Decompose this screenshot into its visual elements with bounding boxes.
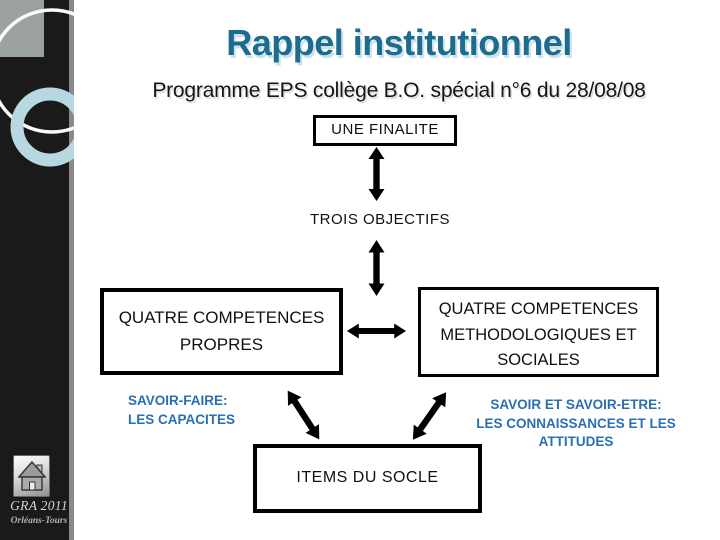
savoir-faire-label: SAVOIR-FAIRE: LES CAPACITES	[128, 393, 236, 427]
savoir-etre-label: SAVOIR ET SAVOIR-ETRE: LES CONNAISSANCES…	[476, 397, 676, 449]
slide-title: Rappel institutionnel	[226, 22, 572, 63]
circles-decoration	[0, 0, 74, 167]
competences-methodologiques-box: QUATRE COMPETENCES METHODOLOGIQUES ET SO…	[418, 287, 659, 377]
double-arrow-diagonal-left-icon	[281, 386, 327, 444]
finalite-box: UNE FINALITE	[313, 115, 457, 146]
competences-propres-box: QUATRE COMPETENCES PROPRES	[100, 288, 343, 375]
items-socle-box: ITEMS DU SOCLE	[253, 444, 482, 513]
footer-region: Orléans-Tours	[10, 516, 68, 526]
double-arrow-vertical-top-icon	[368, 147, 385, 201]
double-arrow-horizontal-icon	[346, 322, 407, 340]
footer-credit: GRA 2011	[10, 498, 68, 513]
sidebar-decoration: GRA 2011 Orléans-Tours	[0, 0, 74, 540]
home-icon	[17, 461, 46, 491]
double-arrow-vertical-middle-icon	[368, 240, 385, 296]
objectifs-label: TROIS OBJECTIFS	[309, 211, 450, 228]
home-button[interactable]	[13, 455, 50, 497]
slide-subtitle: Programme EPS collège B.O. spécial n°6 d…	[152, 79, 646, 102]
double-arrow-diagonal-right-icon	[406, 387, 453, 444]
